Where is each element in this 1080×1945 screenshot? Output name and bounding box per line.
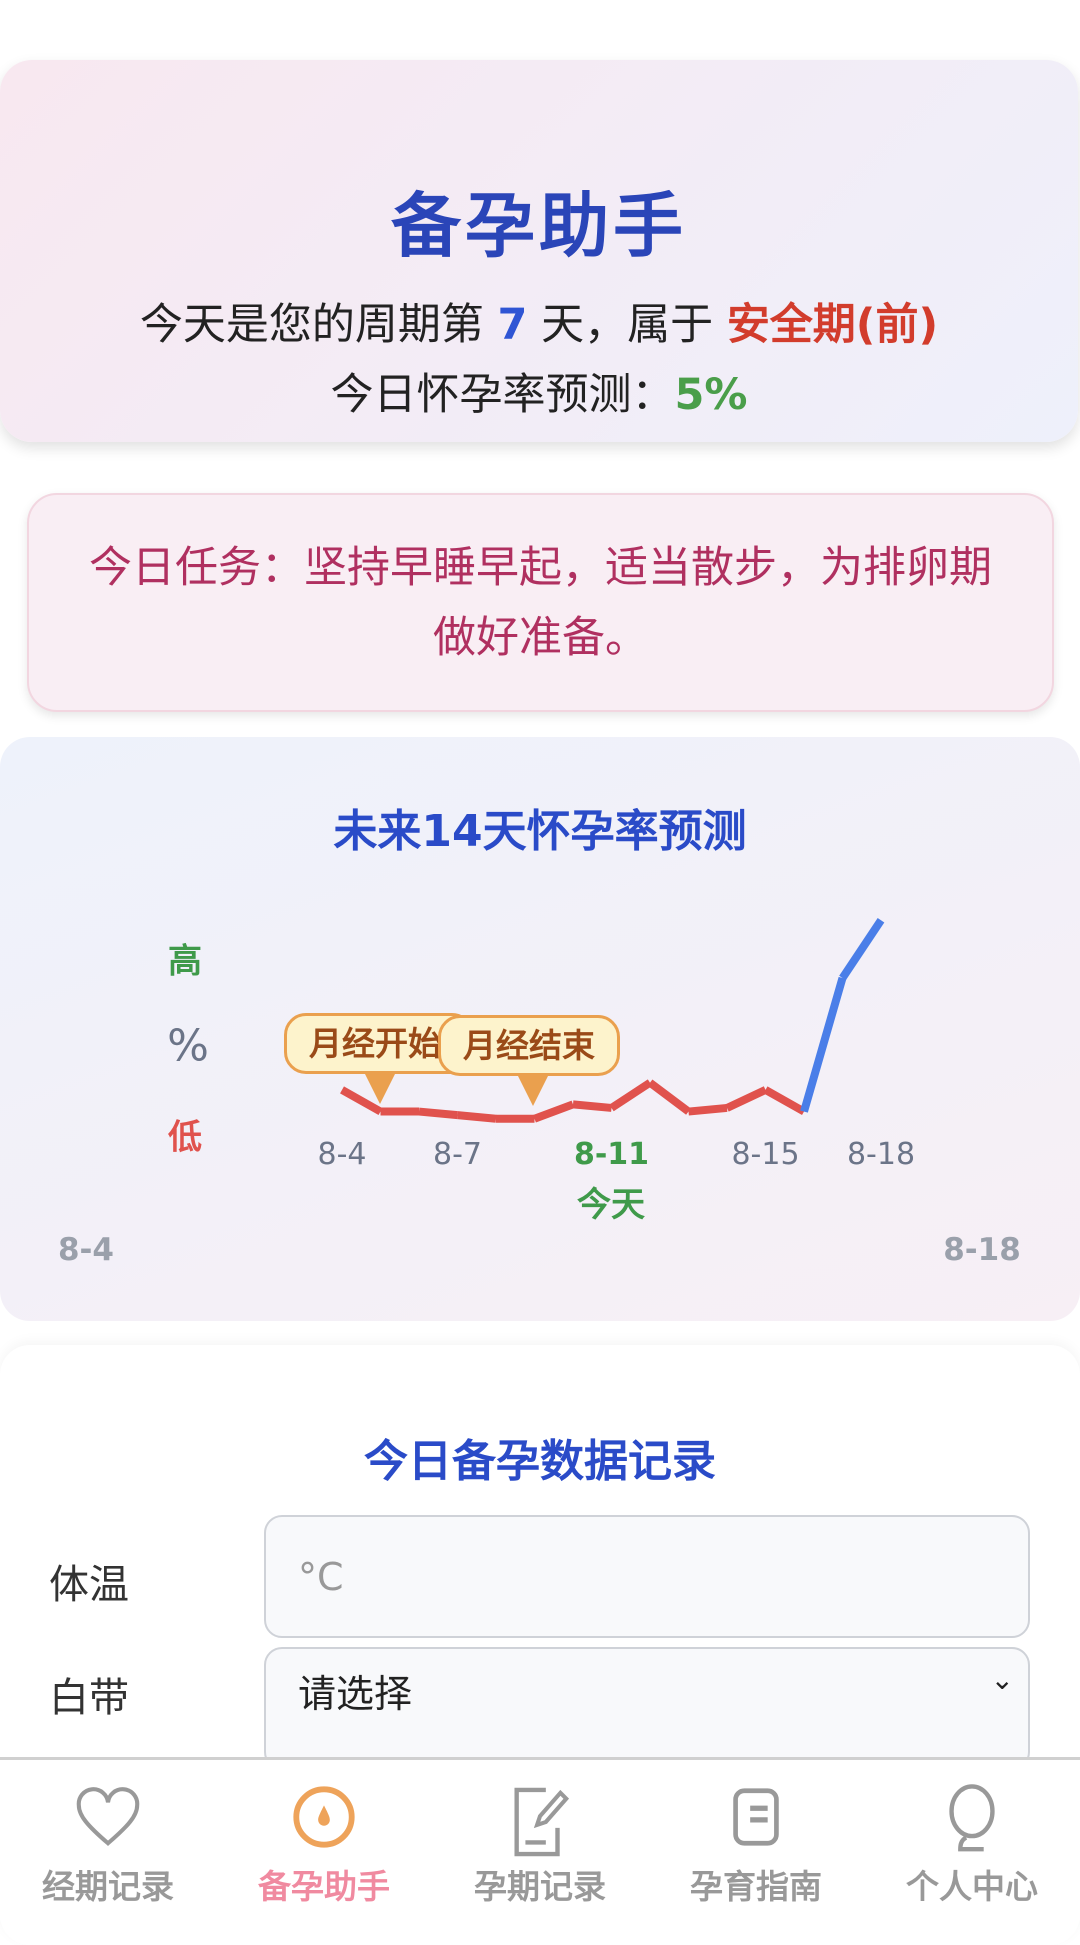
rate-prediction: 今日怀孕率预测：5%: [0, 360, 1078, 422]
rate-value: 5%: [674, 370, 748, 420]
temperature-label: 体温: [49, 1562, 129, 1608]
task-card: 今日任务：坚持早睡早起，适当散步，为排卵期做好准备。: [27, 493, 1054, 712]
line-segment: [800, 976, 847, 1113]
line-chart: [340, 918, 885, 1123]
user-icon: [949, 1784, 995, 1852]
today-label: 今天: [577, 1185, 645, 1225]
y-label-low: 低: [168, 1117, 202, 1158]
annotation-pointer: [518, 1076, 548, 1106]
x-tick-label: 8-11: [573, 1137, 650, 1172]
nav-label: 孕育指南: [690, 1867, 822, 1906]
range-start: 8-4: [57, 1232, 115, 1268]
phase-badge: 安全期(前): [726, 300, 939, 350]
x-tick-label: 8-4: [317, 1137, 367, 1172]
discharge-select[interactable]: 请选择 ⌄: [264, 1647, 1030, 1770]
nav-label: 经期记录: [42, 1867, 174, 1906]
temperature-placeholder: °C: [298, 1554, 344, 1599]
task-text: 今日任务：坚持早睡早起，适当散步，为排卵期做好准备。: [89, 542, 992, 663]
x-tick-label: 8-7: [433, 1137, 482, 1172]
record-title: 今日备孕数据记录: [364, 1436, 716, 1487]
line-segment: [418, 1107, 458, 1120]
nav-label: 个人中心: [906, 1867, 1038, 1906]
temperature-input[interactable]: °C: [264, 1515, 1030, 1638]
chart-card: 未来14天怀孕率预测 高 % 低 8-4 8-7 8-11 8-15 8-18 今天 月…: [0, 737, 1080, 1321]
line-segment: [457, 1111, 497, 1123]
annotation-period-end: 月经结束: [438, 1015, 620, 1076]
line-segment: [647, 1079, 691, 1115]
line-segment: [609, 1079, 653, 1112]
edit-icon: [514, 1787, 570, 1857]
target-icon: [293, 1786, 355, 1848]
app-title: 备孕助手: [391, 185, 687, 267]
line-segment: [839, 918, 885, 981]
y-label-unit: %: [167, 1020, 209, 1072]
cycle-text: 今天是您的周期第: [139, 300, 498, 350]
line-segment: [340, 1086, 383, 1116]
y-label-high: 高: [168, 941, 202, 982]
nav-label: 备孕助手: [258, 1867, 390, 1906]
chart-title: 未来14天怀孕率预测: [333, 806, 747, 857]
line-segment: [533, 1100, 575, 1123]
nav-period-record[interactable]: 经期记录: [0, 1760, 216, 1920]
line-segment: [572, 1100, 612, 1112]
cycle-day: 7: [497, 300, 528, 350]
notebook-icon: [733, 1788, 779, 1846]
nav-profile[interactable]: 个人中心: [864, 1760, 1080, 1920]
nav-pregnancy-record[interactable]: 孕期记录: [432, 1760, 648, 1920]
line-segment: [688, 1103, 728, 1116]
bottom-nav: 经期记录 备孕助手 孕期记录 孕育指南 个人中心: [0, 1757, 1080, 1920]
annotation-pointer: [365, 1074, 395, 1104]
x-tick-label: 8-18: [846, 1137, 916, 1172]
x-tick-label: 8-15: [731, 1137, 800, 1172]
header-card: 备孕助手 今天是您的周期第 7 天，属于 安全期(前) 今日怀孕率预测：5%: [0, 60, 1078, 442]
heart-icon: [76, 1787, 140, 1846]
phase-text: 天，属于: [527, 300, 727, 350]
rate-label: 今日怀孕率预测：: [330, 370, 675, 420]
cycle-status: 今天是您的周期第 7 天，属于 安全期(前): [0, 290, 1078, 352]
discharge-label: 白带: [49, 1675, 129, 1721]
nav-conception-assistant[interactable]: 备孕助手: [216, 1760, 432, 1920]
line-segment: [725, 1086, 768, 1112]
line-segment: [763, 1086, 806, 1116]
nav-guide[interactable]: 孕育指南: [648, 1760, 864, 1920]
chevron-down-icon: ⌄: [990, 1663, 1014, 1696]
nav-label: 孕期记录: [474, 1867, 606, 1906]
discharge-value: 请选择: [298, 1672, 413, 1716]
range-end: 8-18: [943, 1232, 1021, 1268]
